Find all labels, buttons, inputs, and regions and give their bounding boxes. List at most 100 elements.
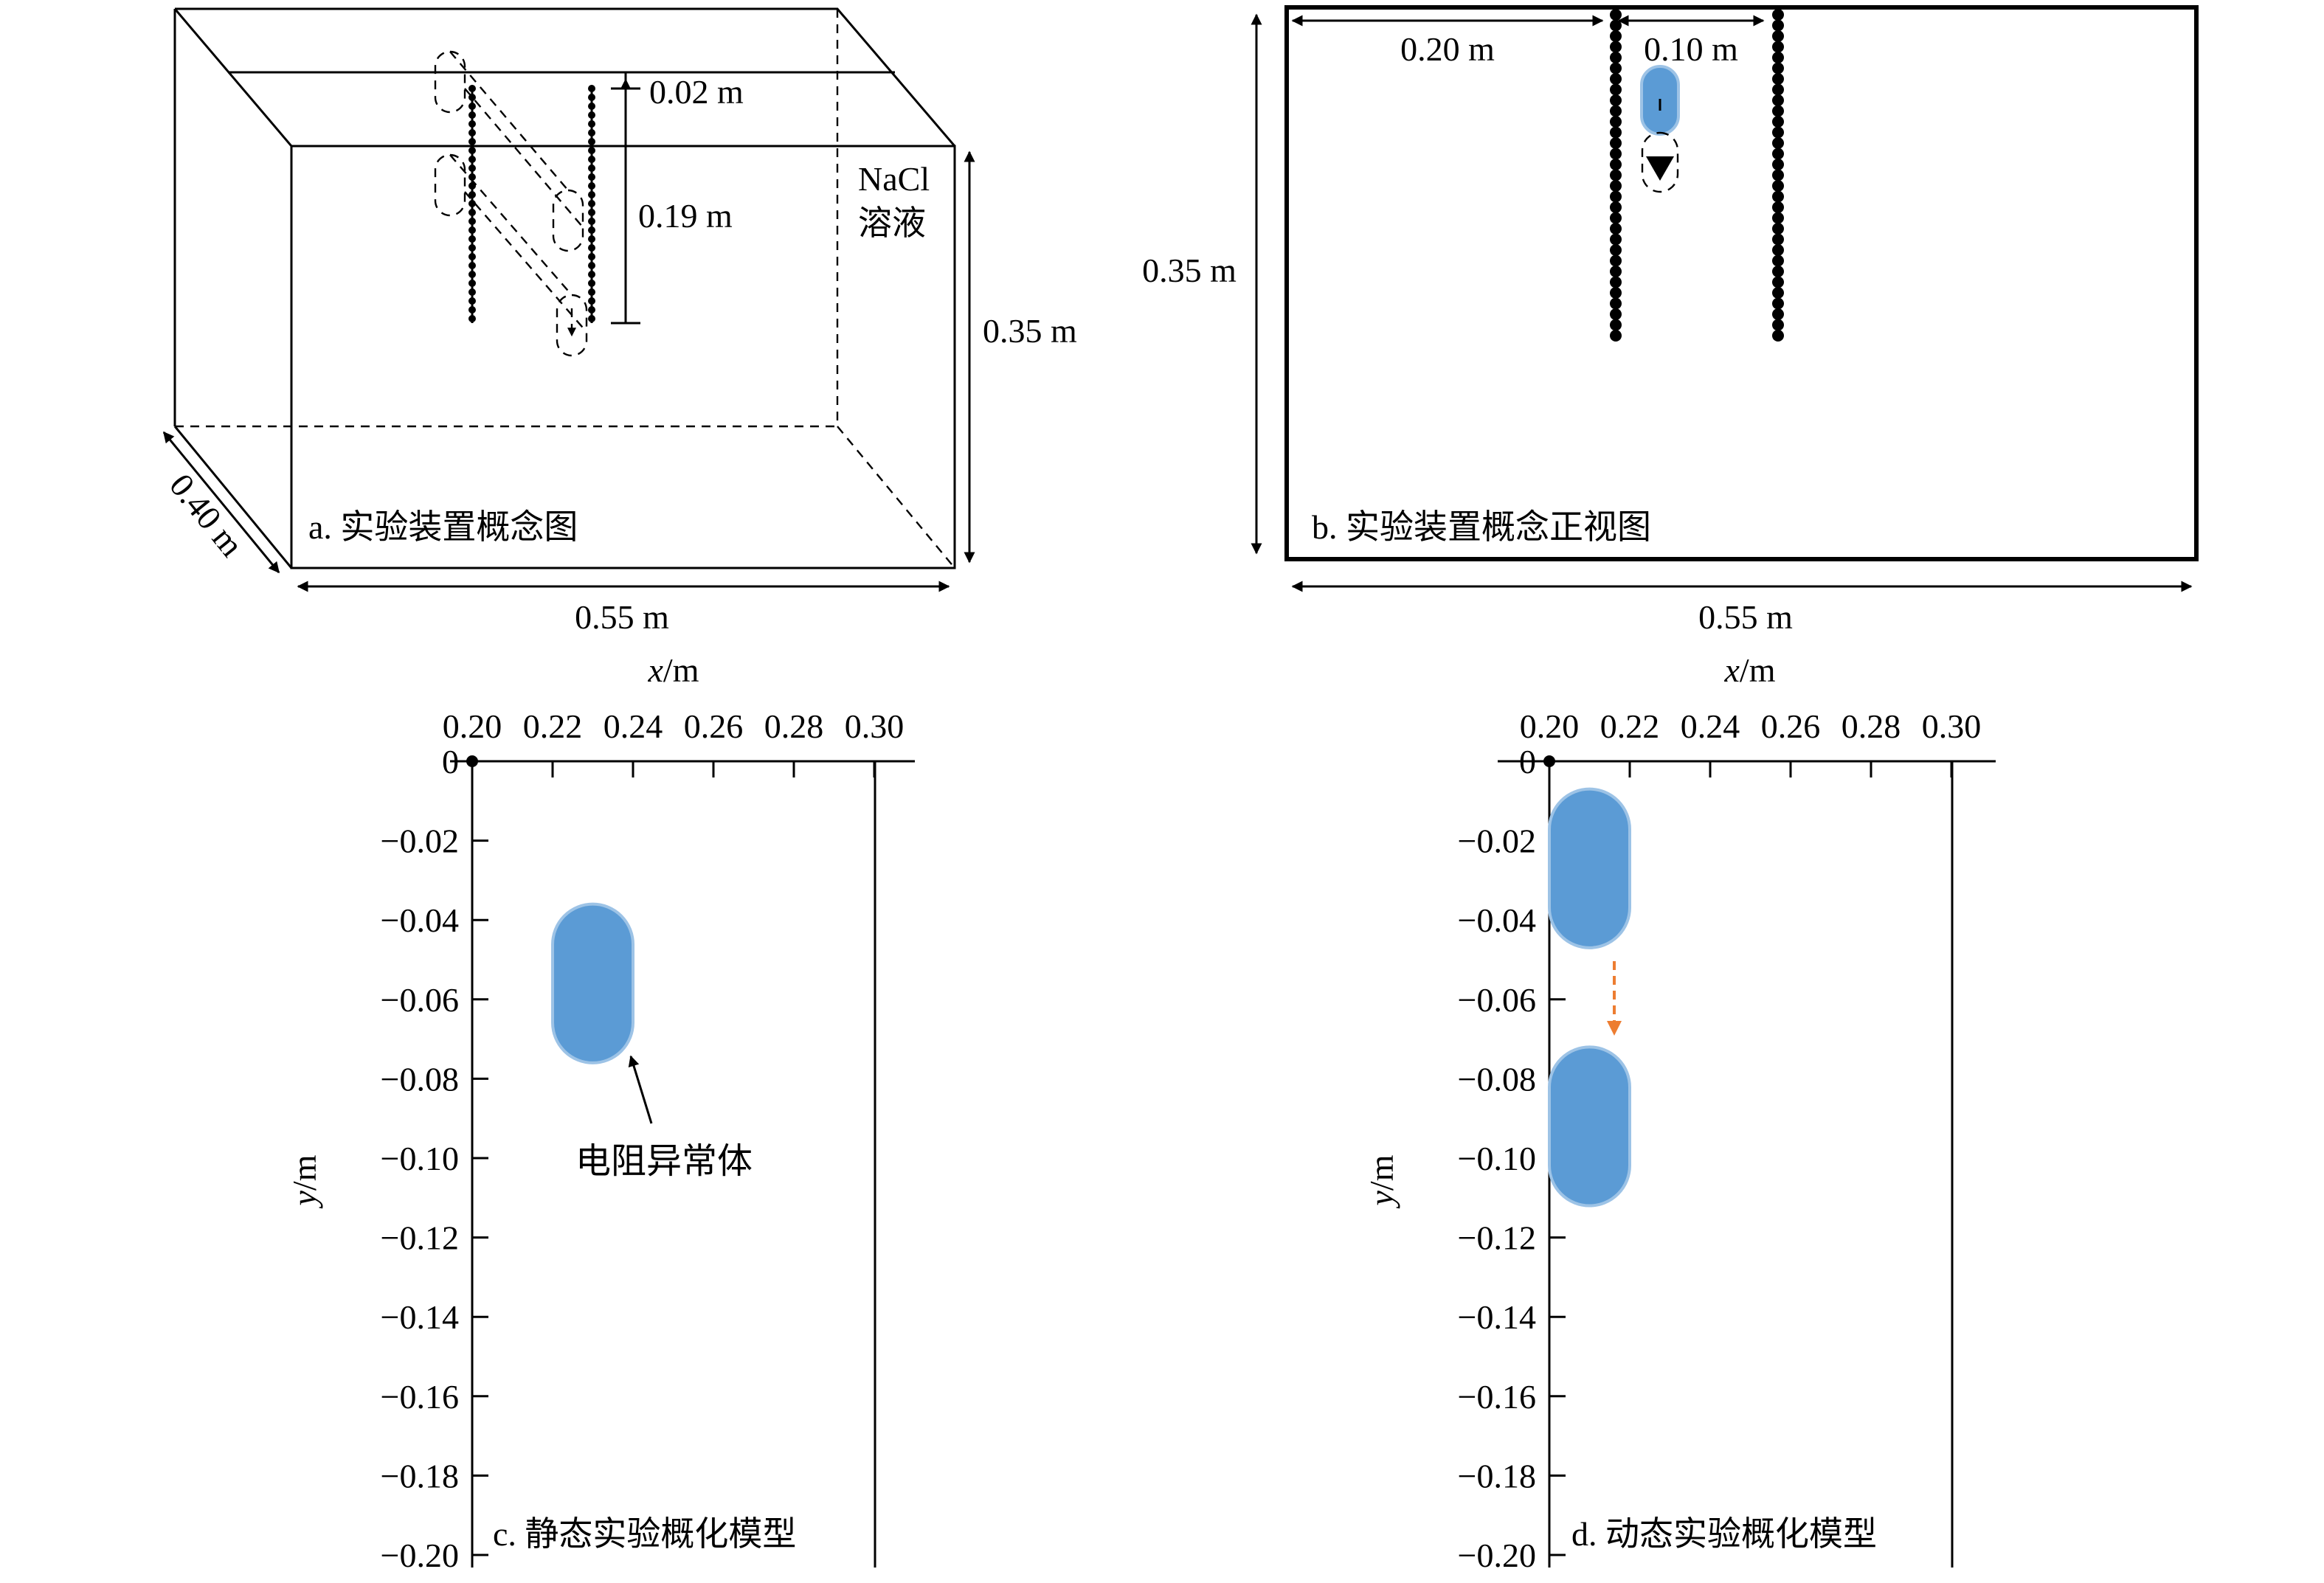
electrode-bead bbox=[1610, 254, 1622, 267]
electrode-bead bbox=[468, 103, 476, 110]
electrode-bead bbox=[1772, 308, 1784, 320]
electrode-bead bbox=[1610, 276, 1622, 288]
y-tick-label: −0.12 bbox=[381, 1219, 459, 1257]
y-tick-label: −0.18 bbox=[381, 1457, 459, 1494]
anomaly-label: 电阻异常体 bbox=[575, 1142, 753, 1181]
origin-dot bbox=[1543, 755, 1555, 767]
electrode-bead bbox=[1772, 233, 1784, 246]
panel-b-caption: b. 实验装置概念正视图 bbox=[1312, 508, 1651, 546]
x-tick-label: 0.20 bbox=[1520, 707, 1580, 745]
electrode-bead bbox=[1610, 73, 1622, 85]
electrode-bead bbox=[588, 280, 595, 287]
electrode-bead bbox=[588, 103, 595, 110]
y-tick-label: −0.02 bbox=[381, 822, 459, 860]
y-tick-label: −0.04 bbox=[1458, 901, 1536, 939]
electrode-bead bbox=[1772, 169, 1784, 181]
x-tick-label: 0.26 bbox=[1761, 707, 1821, 745]
electrode-bead bbox=[468, 226, 476, 234]
electrode-bead bbox=[1610, 297, 1622, 310]
electrode-bead bbox=[1772, 319, 1784, 331]
electrode-bead bbox=[468, 111, 476, 119]
electrode-bead bbox=[1610, 30, 1622, 42]
electrode-bead bbox=[1610, 244, 1622, 256]
electrode-bead bbox=[1610, 287, 1622, 299]
electrode-bead bbox=[588, 218, 595, 225]
y-tick-label: −0.14 bbox=[1458, 1298, 1536, 1336]
anomaly-pointer-arrow bbox=[628, 1055, 653, 1124]
electrode-bead bbox=[588, 226, 595, 234]
x-tick-label: 0.28 bbox=[1841, 707, 1901, 745]
electrode-bead bbox=[1610, 233, 1622, 246]
y-tick-label: −0.06 bbox=[1458, 981, 1536, 1019]
electrode-bead bbox=[588, 182, 595, 190]
electrode-bead bbox=[468, 235, 476, 243]
electrode-bead bbox=[1772, 201, 1784, 213]
electrode-bead bbox=[1772, 180, 1784, 192]
tank-hidden-right-edge bbox=[837, 426, 955, 569]
electrode-bead bbox=[1610, 105, 1622, 117]
electrode-bead bbox=[1772, 52, 1784, 63]
y-tick-label: −0.06 bbox=[381, 981, 459, 1019]
electrode-bead bbox=[468, 147, 476, 154]
electrode-bead bbox=[1772, 254, 1784, 267]
electrode-bead bbox=[1772, 83, 1784, 96]
electrode-bead bbox=[1772, 41, 1784, 53]
electrode-bead bbox=[468, 156, 476, 163]
electrode-bead bbox=[588, 244, 595, 252]
electrode-depth-label: 0.19 m bbox=[638, 197, 733, 235]
y-tick-label: −0.08 bbox=[381, 1060, 459, 1098]
electrode-bead bbox=[468, 191, 476, 198]
electrode-bead bbox=[468, 280, 476, 287]
y-tick-label: −0.18 bbox=[1458, 1457, 1536, 1494]
resistivity-anomaly bbox=[551, 902, 634, 1064]
x-tick-label: 0.26 bbox=[684, 707, 744, 745]
electrode-bead bbox=[468, 209, 476, 216]
electrode-bead bbox=[1610, 319, 1622, 331]
electrode-bead bbox=[468, 244, 476, 252]
electrode-bead bbox=[1610, 137, 1622, 149]
electrode-strings bbox=[468, 85, 595, 323]
electrode-bead bbox=[1772, 244, 1784, 256]
y-tick-label: −0.20 bbox=[381, 1537, 459, 1574]
electrode-bead bbox=[468, 129, 476, 136]
tank-thickness-label: 0.40 m bbox=[162, 467, 251, 564]
electrode-bead bbox=[588, 191, 595, 198]
electrode-bead bbox=[1610, 83, 1622, 96]
y-tick-label: −0.16 bbox=[1458, 1378, 1536, 1416]
x-tick-label: 0.30 bbox=[1922, 707, 1982, 745]
electrode-bead bbox=[588, 315, 595, 322]
electrode-bead bbox=[1772, 212, 1784, 224]
panel-a-caption: a. 实验装置概念图 bbox=[308, 508, 578, 546]
electrode-bead bbox=[588, 120, 595, 128]
electrode-bead bbox=[468, 173, 476, 181]
electrode-bead bbox=[588, 262, 595, 269]
electrode-bead bbox=[468, 306, 476, 314]
electrode-bead bbox=[1772, 287, 1784, 299]
electrode-bead bbox=[468, 120, 476, 128]
electrode-bead bbox=[1772, 223, 1784, 235]
electrode-bead bbox=[1772, 297, 1784, 310]
tank-width-label: 0.55 m bbox=[575, 598, 669, 636]
electrode-bead bbox=[468, 218, 476, 225]
electrode-bead bbox=[1610, 116, 1622, 128]
electrode-bead bbox=[1772, 30, 1784, 42]
electrode-bead bbox=[1610, 126, 1622, 139]
x-tick-label: 0.30 bbox=[845, 707, 905, 745]
electrode-bead bbox=[468, 164, 476, 172]
left-offset-label: 0.20 m bbox=[1400, 30, 1495, 68]
y-tick-label: −0.02 bbox=[1458, 822, 1536, 860]
anomaly-moved-outline bbox=[1641, 131, 1679, 193]
front-height-label: 0.35 m bbox=[1142, 252, 1237, 289]
electrode-bead bbox=[1772, 94, 1784, 106]
electrode-bead bbox=[468, 253, 476, 260]
y-tick-label: 0 bbox=[442, 743, 459, 780]
electrode-bead bbox=[1772, 137, 1784, 149]
electrode-bead bbox=[1610, 190, 1622, 203]
spacing-label: 0.10 m bbox=[1644, 30, 1738, 68]
solution-label-line1: NaCl bbox=[858, 160, 930, 198]
electrode-bead bbox=[1772, 330, 1784, 342]
